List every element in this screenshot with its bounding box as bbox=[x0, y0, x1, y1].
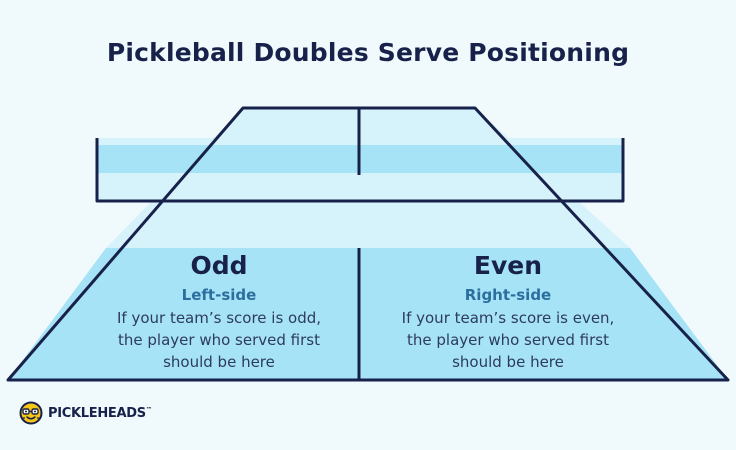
net-outline bbox=[95, 138, 625, 203]
odd-heading: Odd bbox=[190, 251, 248, 280]
odd-zone: Odd Left-side If your team’s score is od… bbox=[69, 251, 369, 373]
logo-trademark: ™ bbox=[145, 406, 152, 414]
logo-text: PICKLEHEADS bbox=[48, 405, 146, 421]
page-title: Pickleball Doubles Serve Positioning bbox=[106, 38, 630, 67]
even-side-label: Right-side bbox=[464, 286, 552, 304]
odd-desc-line: should be here bbox=[163, 353, 275, 371]
near-court-fill bbox=[8, 248, 728, 380]
court-outline bbox=[6, 106, 730, 382]
even-heading: Even bbox=[473, 251, 543, 280]
even-desc-line: If your team’s score is even, bbox=[401, 309, 615, 327]
logo-wordmark: PICKLEHEADS™ bbox=[48, 406, 152, 421]
even-zone: Even Right-side If your team’s score is … bbox=[358, 251, 658, 373]
odd-desc-line: the player who served first bbox=[118, 331, 320, 349]
even-description: If your team’s score is even, the player… bbox=[358, 307, 658, 373]
odd-side-label: Left-side bbox=[181, 286, 257, 304]
even-desc-line: should be here bbox=[452, 353, 564, 371]
odd-desc-line: If your team’s score is odd, bbox=[116, 309, 322, 327]
pickleball-face-icon bbox=[19, 401, 43, 425]
pickleheads-logo: PICKLEHEADS™ bbox=[18, 401, 152, 425]
odd-description: If your team’s score is odd, the player … bbox=[69, 307, 369, 373]
even-desc-line: the player who served first bbox=[407, 331, 609, 349]
